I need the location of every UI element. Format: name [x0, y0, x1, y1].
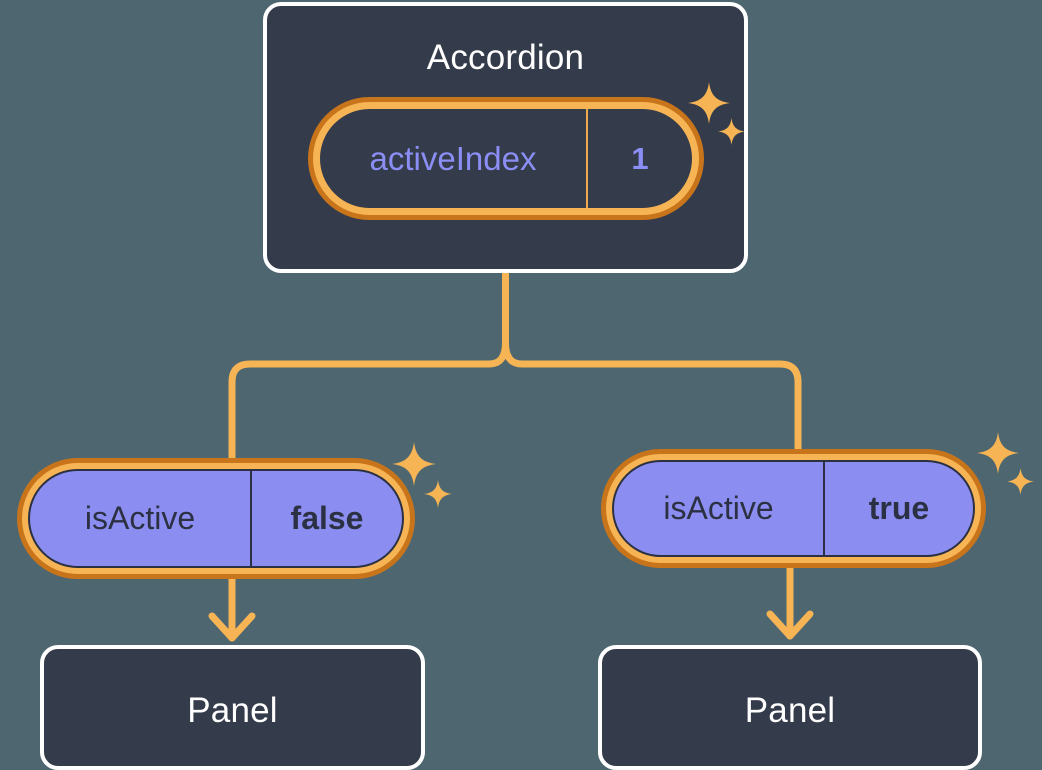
state-key-label: isActive	[30, 471, 252, 566]
arrow-down-icon	[208, 574, 256, 642]
state-pill-face: isActive true	[612, 460, 975, 557]
accordion-node-title: Accordion	[426, 38, 585, 77]
panel-node-left[interactable]: Panel	[40, 645, 425, 770]
state-pill-face: activeIndex 1	[319, 108, 693, 209]
state-pill-face: isActive false	[28, 469, 404, 568]
arrow-down-right-icon	[766, 564, 814, 640]
panel-node-right[interactable]: Panel	[598, 645, 982, 770]
branch-connector-right-icon	[502, 339, 802, 455]
state-pill-is-active-false[interactable]: isActive false	[17, 458, 415, 579]
sparkle-four-point-small-icon	[1007, 468, 1034, 495]
state-value-label: 1	[631, 140, 649, 176]
sparkle-four-point-small-icon	[424, 480, 452, 508]
state-pill-is-active-true[interactable]: isActive true	[601, 449, 986, 568]
state-value-label: true	[868, 490, 930, 526]
state-key-label: activeIndex	[320, 109, 588, 208]
state-pill-active-index[interactable]: activeIndex 1	[308, 97, 704, 220]
branch-connector-icon	[228, 269, 509, 464]
panel-node-right-title: Panel	[744, 691, 836, 730]
panel-node-left-title: Panel	[187, 691, 278, 730]
state-value-label: false	[290, 500, 364, 536]
state-key-label: isActive	[614, 462, 825, 555]
sparkle-four-point-icon	[977, 432, 1019, 474]
